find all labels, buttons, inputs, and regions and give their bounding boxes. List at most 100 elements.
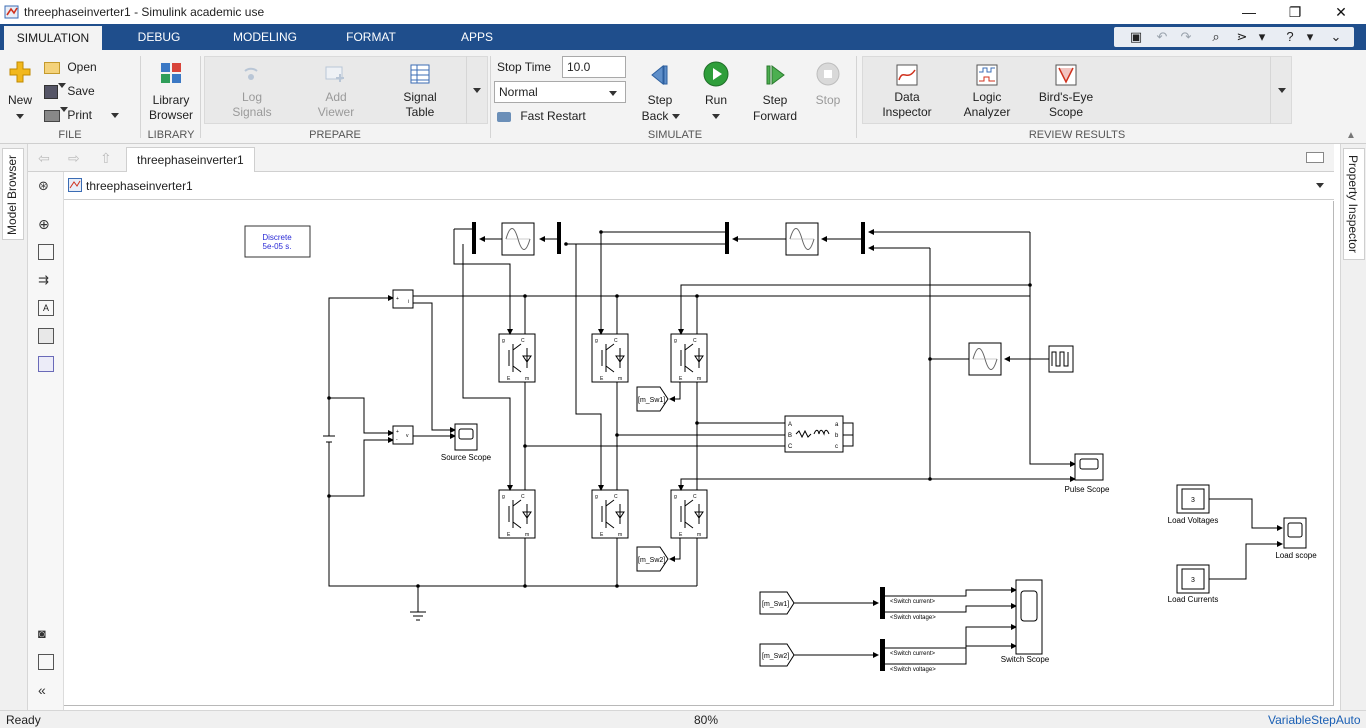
bus-selector-2[interactable] — [880, 639, 885, 671]
step-forward-label-2: Forward — [752, 109, 797, 123]
stop-icon — [816, 62, 840, 86]
back-arrow-icon[interactable]: ⇦ — [38, 150, 50, 166]
demux-bar[interactable] — [557, 222, 561, 254]
igbt-upper-b[interactable] — [591, 333, 629, 383]
floppy-icon — [44, 84, 58, 99]
goto-tag-sw1[interactable]: [m_Sw1] — [636, 386, 669, 412]
voltage-measurement-block[interactable]: +-v — [392, 425, 414, 445]
chevron-down-icon[interactable]: ▾ — [1258, 29, 1266, 44]
tab-modeling[interactable]: MODELING — [232, 30, 297, 44]
zoom-icon[interactable]: ⊕ — [38, 216, 50, 232]
tab-simulation[interactable]: SIMULATION — [4, 24, 102, 50]
keyboard-icon[interactable] — [1306, 152, 1324, 163]
redo-icon[interactable]: ↷ — [1180, 29, 1192, 44]
help-chevron-icon[interactable]: ▾ — [1306, 29, 1314, 44]
ribbon: New Open Save Print FILE Library Browser… — [0, 50, 1366, 144]
igbt-lower-a[interactable] — [498, 489, 536, 539]
search-icon[interactable]: ⌕ — [1212, 29, 1220, 44]
save-icon[interactable]: ▣ — [1129, 29, 1143, 44]
svg-text:3: 3 — [1191, 577, 1195, 584]
svg-text:Load scope: Load scope — [1275, 551, 1317, 560]
collapse-ribbon-icon[interactable]: ⌄ — [1330, 29, 1342, 44]
status-text: Ready — [6, 713, 41, 727]
printer-icon — [44, 109, 60, 122]
hide-browser-icon[interactable]: ⊛ — [38, 178, 49, 193]
stop-time-input[interactable]: 10.0 — [562, 56, 626, 78]
igbt-lower-c[interactable] — [670, 489, 708, 539]
address-dropdown-icon[interactable] — [1316, 183, 1324, 188]
demux-bar[interactable] — [725, 222, 729, 254]
gallery-expand-icon — [473, 88, 481, 93]
goto-tag-sw2[interactable]: [m_Sw2] — [636, 546, 669, 572]
open-button[interactable]: Open — [44, 58, 120, 89]
three-phase-load-block[interactable]: A B C a b c — [784, 415, 844, 453]
save-button[interactable]: Save — [44, 82, 120, 113]
log-signals-icon — [244, 67, 258, 80]
close-button[interactable]: ✕ — [1335, 3, 1347, 20]
divider — [140, 56, 141, 138]
area-icon[interactable] — [38, 356, 54, 372]
collapse-left-icon[interactable]: « — [38, 682, 46, 698]
new-label: New — [7, 93, 32, 107]
dc-voltage-source[interactable] — [323, 398, 335, 496]
load-voltages-block[interactable]: 3 Load Voltages — [1168, 484, 1219, 525]
switch-scope-block[interactable]: Switch Scope — [1001, 579, 1050, 664]
restore-button[interactable]: ❐ — [1288, 3, 1302, 20]
igbt-upper-c[interactable] — [670, 333, 708, 383]
group-label-simulate: SIMULATE — [647, 129, 703, 141]
logical-not-block-2[interactable] — [785, 222, 819, 256]
pulse-scope-block[interactable]: Pulse Scope — [1065, 453, 1110, 494]
from-tag-sw1[interactable]: [m_Sw1] — [759, 591, 795, 615]
tab-debug[interactable]: DEBUG — [137, 30, 181, 44]
load-currents-block[interactable]: 3 Load Currents — [1168, 564, 1219, 604]
zoom-level[interactable]: 80% — [694, 713, 719, 727]
model-browser-tab[interactable]: Model Browser — [2, 148, 24, 240]
print-button[interactable]: Print — [44, 106, 120, 124]
forward-arrow-icon[interactable]: ⇨ — [68, 150, 80, 166]
from-tag-sw2[interactable]: [m_Sw2] — [759, 643, 795, 667]
fast-restart-toggle[interactable]: Fast Restart — [497, 107, 586, 125]
help-icon[interactable]: ? — [1286, 29, 1294, 44]
up-arrow-icon[interactable]: ⇧ — [100, 150, 112, 166]
open-dropdown-icon — [58, 83, 66, 89]
undo-icon[interactable]: ↶ — [1156, 29, 1168, 44]
logical-not-block-1[interactable] — [501, 222, 535, 256]
minimize-button[interactable]: — — [1242, 4, 1256, 20]
fit-to-view-icon[interactable] — [38, 244, 54, 260]
solver-link[interactable]: VariableStepAuto — [1268, 713, 1361, 727]
source-scope-block[interactable]: Source Scope — [441, 423, 492, 462]
image-icon[interactable] — [38, 328, 54, 344]
tab-apps[interactable]: APPS — [460, 30, 493, 44]
demux-bar[interactable] — [861, 222, 865, 254]
prepare-gallery-expand[interactable] — [466, 56, 488, 124]
collapse-ribbon-arrow-icon[interactable]: ▲ — [1346, 130, 1356, 141]
demux-bar[interactable] — [472, 222, 476, 254]
explorer-bar-icon[interactable] — [38, 654, 54, 670]
pulse-generator-block[interactable] — [1048, 345, 1074, 373]
bus-selector-1[interactable] — [880, 587, 885, 619]
property-inspector-tab[interactable]: Property Inspector — [1343, 148, 1365, 260]
model-document-tab[interactable]: threephaseinverter1 — [126, 147, 255, 172]
powergui-block[interactable]: Discrete 5e-05 s. — [244, 225, 311, 258]
tab-format[interactable]: FORMAT — [346, 30, 396, 44]
signal-label: <Switch voltage> — [890, 667, 936, 673]
route-lines-icon[interactable]: ⇉ — [38, 272, 49, 287]
birds-eye-label-2: Scope — [1048, 105, 1084, 119]
signal-label: <Switch current> — [890, 651, 936, 657]
igbt-lower-b[interactable] — [591, 489, 629, 539]
data-inspector-label-2: Inspector — [882, 105, 932, 119]
dropdown-menu-icon[interactable]: ⋗ — [1236, 29, 1248, 44]
camera-icon[interactable]: ◙ — [38, 626, 46, 641]
simulation-mode-select[interactable]: Normal — [494, 81, 626, 103]
svg-text:+: + — [396, 296, 399, 302]
load-scope-block[interactable]: Load scope — [1275, 517, 1317, 560]
ground-symbol — [410, 611, 426, 621]
sine-wave-block[interactable] — [968, 342, 1002, 376]
log-label-1: Log — [241, 90, 263, 104]
model-path[interactable]: threephaseinverter1 — [86, 179, 193, 193]
igbt-upper-a[interactable] — [498, 333, 536, 383]
review-gallery-expand[interactable] — [1270, 56, 1292, 124]
current-measurement-block[interactable]: +i — [392, 289, 414, 309]
annotation-icon[interactable]: A — [38, 300, 54, 316]
model-canvas[interactable]: g C E m Discrete 5e-05 s. +i +-v — [64, 201, 1334, 706]
